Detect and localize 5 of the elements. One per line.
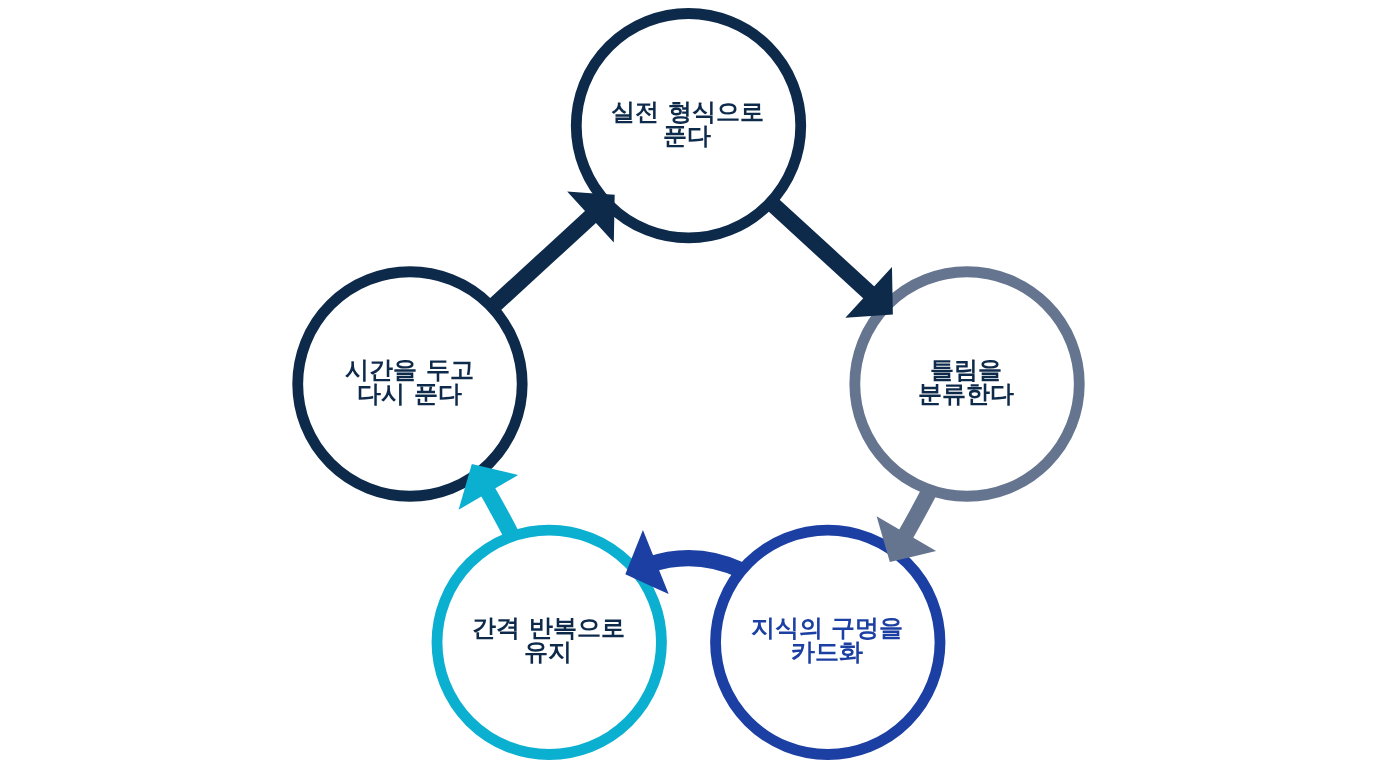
node-circle: 지식의 구멍을 카드화 bbox=[709, 524, 945, 760]
node-circle: 실전 형식으로 푼다 bbox=[570, 8, 806, 244]
node-circle: 시간을 두고 다시 푼다 bbox=[291, 266, 528, 502]
node-circle: 틀림을 분류한다 bbox=[848, 266, 1085, 502]
arrow bbox=[624, 530, 745, 595]
